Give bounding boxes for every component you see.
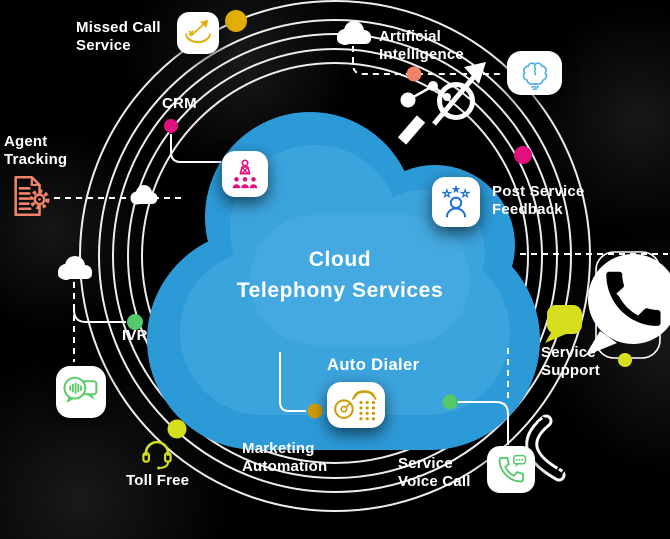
label-service-support: Service Support <box>541 344 600 380</box>
diagram-title: Cloud Telephony Services <box>170 244 510 306</box>
missed-call-arrow-icon <box>185 19 211 44</box>
ivr-card <box>56 366 106 418</box>
voice-bubble-icon <box>63 376 98 403</box>
label-post-service-feedback: Post Service Feedback <box>492 183 585 219</box>
ai-card <box>507 51 562 95</box>
title-line2: Telephony Services <box>236 279 444 302</box>
crm-card <box>222 151 268 197</box>
handset-outline-icon <box>525 414 566 482</box>
label-crm: CRM <box>162 95 197 112</box>
label-service-voice-call: Service Voice Call <box>398 455 471 491</box>
machine-learning-icon <box>397 62 486 145</box>
missed-call-card <box>177 12 219 54</box>
team-leader-icon <box>232 159 258 189</box>
label-missed-call: Missed Call Service <box>76 19 161 55</box>
feedback-card <box>432 177 480 227</box>
label-toll-free: Toll Free <box>126 472 190 489</box>
orbit-dot-auto-dialer <box>307 403 323 419</box>
small-cloud-left-icon <box>58 256 92 280</box>
orbit-dot-voice-call <box>442 394 458 410</box>
orbit-dot-toll-free <box>167 419 187 439</box>
label-agent-tracking: Agent Tracking <box>4 133 68 169</box>
orbit-dot-crm <box>164 119 178 133</box>
auto-dialer-card <box>327 382 385 428</box>
user-stars-icon <box>441 184 471 218</box>
orbit-dot-feedback <box>514 146 532 164</box>
label-ivr: IVR <box>122 327 148 344</box>
chat-bubble-icon <box>545 305 582 343</box>
headset-icon <box>142 440 172 470</box>
small-cloud-top-icon <box>337 21 371 45</box>
orbit-dot-ai <box>406 66 422 82</box>
voice-call-card <box>487 446 535 493</box>
whatsapp-phone-bubble-icon <box>585 254 670 356</box>
rotary-dialer-icon <box>334 390 377 421</box>
auto-dialer-label: Auto Dialer <box>327 356 420 374</box>
brain-bulb-icon <box>522 62 547 90</box>
title-line1: Cloud <box>308 248 372 271</box>
phone-chat-icon <box>498 454 526 483</box>
document-gear-icon <box>14 175 50 217</box>
label-marketing-automation: Marketing Automation <box>242 440 328 476</box>
label-artificial-intelligence: Artificial Intelligence <box>379 28 464 64</box>
orbit-dot-missed-call <box>225 10 247 32</box>
small-cloud-mid-icon <box>130 185 158 205</box>
